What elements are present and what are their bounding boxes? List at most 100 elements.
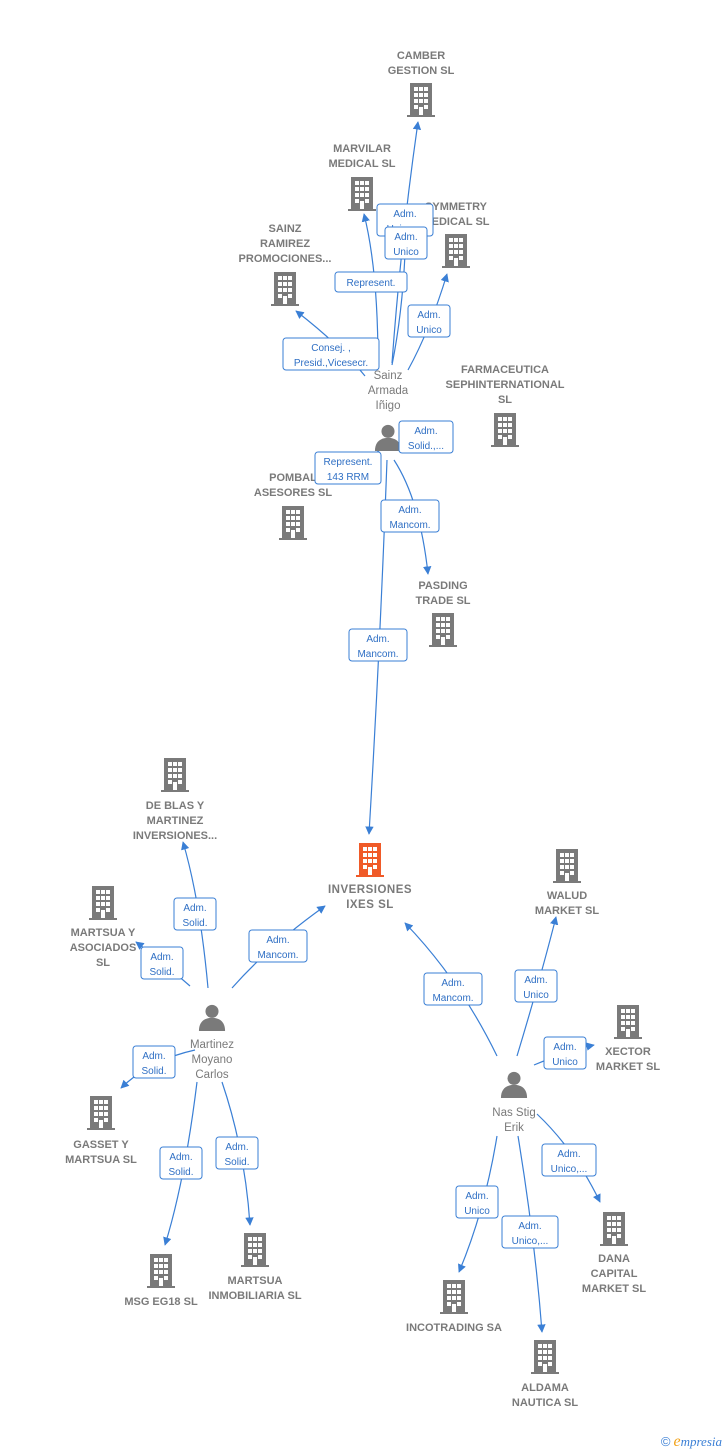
edge-label-text: Adm. xyxy=(183,903,206,914)
building-icon[interactable] xyxy=(553,849,581,883)
edge-label[interactable]: Adm.Unico,... xyxy=(541,1143,597,1177)
edge-label-box[interactable] xyxy=(348,628,408,662)
edge-label[interactable]: Consej. ,Presid.,Vicesecr. xyxy=(282,337,380,371)
edge-label-box[interactable] xyxy=(501,1215,559,1249)
edge-label-box[interactable] xyxy=(384,226,428,260)
edge-label[interactable]: Adm.Mancom. xyxy=(380,499,440,533)
node-label: ALDAMA xyxy=(521,1382,569,1394)
edge-label[interactable]: Adm.Solid. xyxy=(159,1146,203,1180)
node-label: MSG EG18 SL xyxy=(124,1296,198,1308)
building-icon[interactable] xyxy=(442,234,470,268)
edge-label-box[interactable] xyxy=(514,969,558,1003)
building-icon[interactable] xyxy=(161,758,189,792)
edge-label-box[interactable] xyxy=(215,1136,259,1170)
edge-label[interactable]: Represent. xyxy=(334,271,408,293)
edge-label[interactable]: Adm.Mancom. xyxy=(348,628,408,662)
edge-label[interactable]: Adm.Unico xyxy=(455,1185,499,1219)
building-icon[interactable] xyxy=(440,1280,468,1314)
edge-label[interactable]: Adm.Solid.,... xyxy=(398,420,454,454)
building-icon[interactable] xyxy=(147,1254,175,1288)
building-icon[interactable] xyxy=(614,1005,642,1039)
person-icon[interactable] xyxy=(198,1004,226,1031)
edge-label[interactable]: Adm.Mancom. xyxy=(248,929,308,963)
node-label: IXES SL xyxy=(346,899,394,911)
building-icon[interactable] xyxy=(87,1096,115,1130)
building-icon[interactable] xyxy=(429,613,457,647)
edge-label[interactable]: Adm.Solid. xyxy=(140,946,184,980)
edge-label-box[interactable] xyxy=(455,1185,499,1219)
edge-label[interactable]: Adm.Unico xyxy=(543,1036,587,1070)
node-sainz_ramirez[interactable]: SAINZRAMIREZPROMOCIONES... xyxy=(239,223,332,306)
main-company-icon[interactable] xyxy=(356,843,384,877)
edge-label[interactable]: Adm.Solid. xyxy=(132,1045,176,1079)
edge-label[interactable]: Adm.Mancom. xyxy=(423,972,483,1006)
edge-label-box[interactable] xyxy=(282,337,380,371)
brand-name: mpresia xyxy=(680,1434,722,1449)
node-incotrading[interactable]: INCOTRADING SA xyxy=(406,1280,502,1334)
building-icon[interactable] xyxy=(491,413,519,447)
node-label: FARMACEUTICA xyxy=(461,364,549,376)
person-icon[interactable] xyxy=(500,1071,528,1098)
edge-label-box[interactable] xyxy=(398,420,454,454)
node-label: DE BLAS Y xyxy=(146,800,205,812)
edge-label-box[interactable] xyxy=(173,897,217,931)
edge-label-text: Represent. xyxy=(324,457,373,468)
edge-label-box[interactable] xyxy=(543,1036,587,1070)
edge-label-box[interactable] xyxy=(140,946,184,980)
edge-label-box[interactable] xyxy=(132,1045,176,1079)
edge-label[interactable]: Adm.Unico xyxy=(514,969,558,1003)
edge-label-box[interactable] xyxy=(541,1143,597,1177)
building-icon[interactable] xyxy=(271,272,299,306)
person-icon[interactable] xyxy=(374,424,402,451)
node-label: MEDICAL SL xyxy=(328,158,395,170)
node-label: MARKET SL xyxy=(582,1283,646,1295)
edge-label[interactable]: Adm.Unico xyxy=(384,226,428,260)
edge-label-box[interactable] xyxy=(248,929,308,963)
edge-label-text: Solid. xyxy=(149,967,174,978)
node-label: GESTION SL xyxy=(388,65,455,77)
edge-label-box[interactable] xyxy=(159,1146,203,1180)
node-msg[interactable]: MSG EG18 SL xyxy=(124,1254,198,1308)
edge-label[interactable]: Adm.Unico xyxy=(407,304,451,338)
edge-label-text: Adm. xyxy=(557,1149,580,1160)
edge-label-box[interactable] xyxy=(314,451,382,485)
building-icon[interactable] xyxy=(531,1340,559,1374)
node-label: SYMMETRY xyxy=(425,201,488,213)
edge-label[interactable]: Represent.143 RRM xyxy=(314,451,382,485)
edge-label[interactable]: Adm.Solid. xyxy=(215,1136,259,1170)
edge-label[interactable]: Adm.Unico,... xyxy=(501,1215,559,1249)
edge-label-text: Adm. xyxy=(393,209,416,220)
building-icon[interactable] xyxy=(89,886,117,920)
building-icon[interactable] xyxy=(279,506,307,540)
edge-label-box[interactable] xyxy=(423,972,483,1006)
edge-label-text: Unico xyxy=(552,1057,578,1068)
edge-label[interactable]: Adm.Solid. xyxy=(173,897,217,931)
edge-label-box[interactable] xyxy=(407,304,451,338)
building-icon[interactable] xyxy=(348,177,376,211)
node-label: SL xyxy=(96,957,110,969)
building-icon[interactable] xyxy=(407,83,435,117)
edge-label-box[interactable] xyxy=(380,499,440,533)
node-deblas[interactable]: DE BLAS YMARTINEZINVERSIONES... xyxy=(133,758,217,842)
node-label: MARKET SL xyxy=(596,1061,660,1073)
building-icon[interactable] xyxy=(241,1233,269,1267)
building-icon[interactable] xyxy=(600,1212,628,1246)
edge-label-box[interactable] xyxy=(334,271,408,293)
